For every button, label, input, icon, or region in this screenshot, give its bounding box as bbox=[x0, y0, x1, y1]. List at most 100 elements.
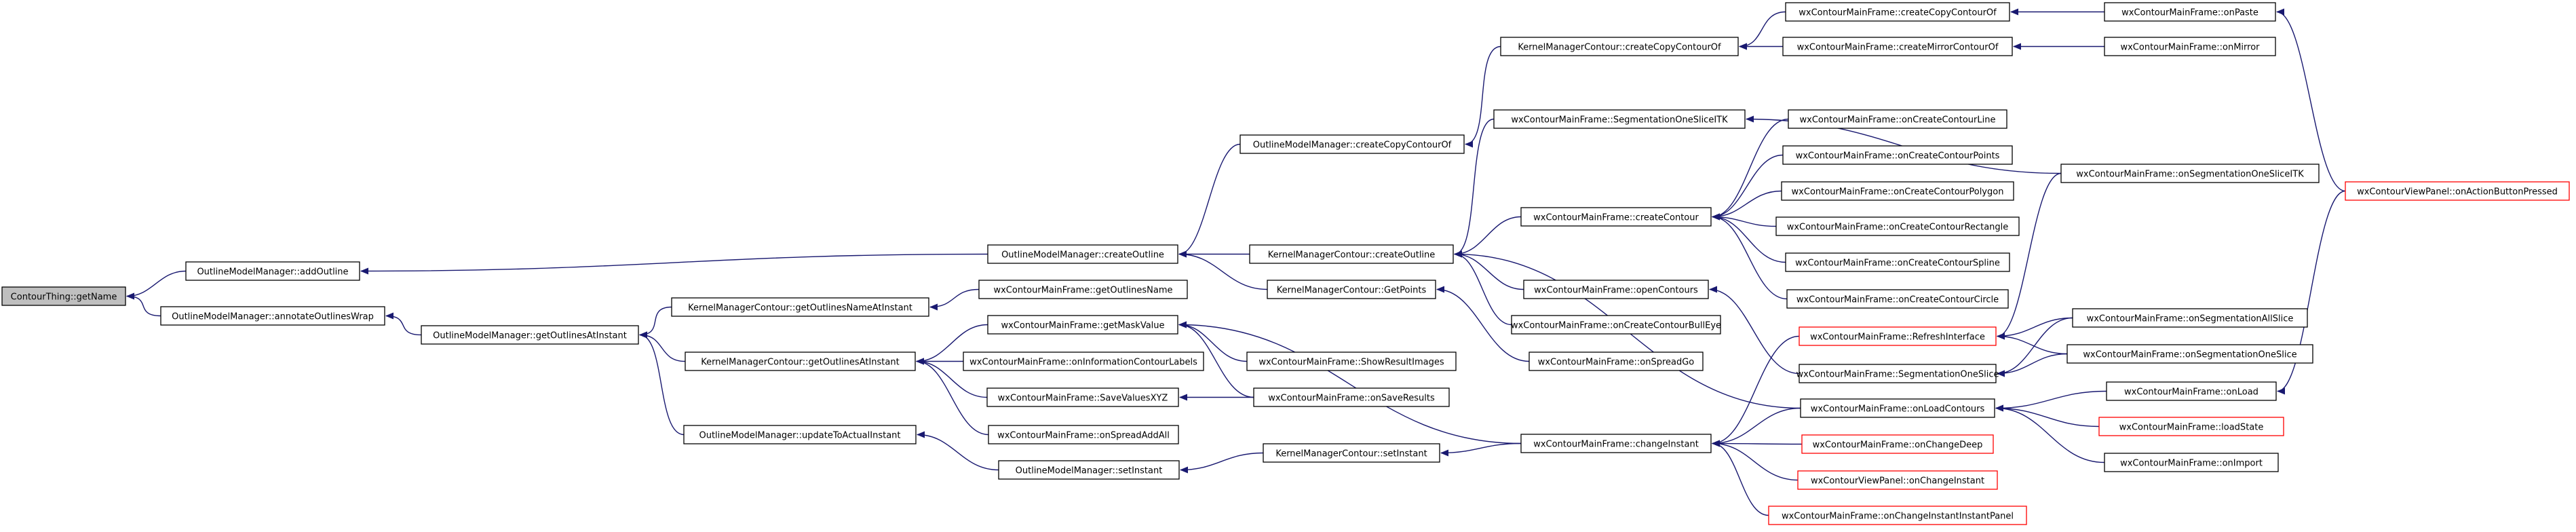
call-edge bbox=[929, 288, 980, 311]
call-edge bbox=[360, 253, 988, 275]
graph-node[interactable]: wxContourMainFrame::onImport bbox=[2104, 453, 2279, 472]
node-label: OutlineModelManager::annotateOutlinesWra… bbox=[172, 312, 374, 322]
graph-node[interactable]: wxContourMainFrame::createCopyContourOf bbox=[1785, 2, 2010, 22]
graph-node[interactable]: wxContourMainFrame::onCreateContourPolyg… bbox=[1781, 181, 2014, 201]
graph-node[interactable]: wxContourMainFrame::onSaveResults bbox=[1253, 387, 1450, 407]
call-edge bbox=[639, 331, 686, 362]
node-label: wxContourViewPanel::onActionButtonPresse… bbox=[2357, 187, 2558, 197]
graph-node[interactable]: wxContourMainFrame::onSegmentationOneSli… bbox=[2060, 164, 2320, 183]
call-edge bbox=[385, 312, 422, 336]
graph-node[interactable]: wxContourMainFrame::changeInstant bbox=[1520, 434, 1712, 453]
graph-node[interactable]: wxContourMainFrame::onCreateContourPoint… bbox=[1782, 145, 2013, 165]
node-label: wxContourMainFrame::onSegmentationOneSli… bbox=[2076, 170, 2304, 180]
graph-node[interactable]: KernelManagerContour::createOutline bbox=[1249, 244, 1454, 264]
call-edge bbox=[1178, 143, 1241, 258]
node-box bbox=[2106, 381, 2277, 401]
graph-node[interactable]: KernelManagerContour::setInstant bbox=[1263, 443, 1440, 463]
node-label: wxContourMainFrame::onLoad bbox=[2124, 387, 2258, 398]
node-label: OutlineModelManager::updateToActualInsta… bbox=[699, 431, 900, 441]
node-label: wxContourMainFrame::loadState bbox=[2119, 423, 2264, 433]
call-edge bbox=[1739, 11, 1786, 50]
node-box bbox=[2104, 2, 2276, 22]
call-edge bbox=[1712, 440, 1799, 481]
node-box bbox=[1801, 434, 1994, 454]
call-edge bbox=[1997, 353, 2068, 377]
node-box bbox=[1768, 506, 2027, 525]
graph-node[interactable]: wxContourMainFrame::createMirrorContourO… bbox=[1782, 37, 2013, 56]
graph-node[interactable]: wxContourMainFrame::onLoadContours bbox=[1800, 398, 1995, 418]
node-label: KernelManagerContour::createCopyContourO… bbox=[1518, 43, 1721, 53]
graph-node[interactable]: OutlineModelManager::createOutline bbox=[987, 244, 1178, 264]
graph-node[interactable]: ContourThing::getName bbox=[1, 286, 126, 306]
graph-node[interactable]: wxContourMainFrame::onLoad bbox=[2106, 381, 2277, 401]
node-label: ContourThing::getName bbox=[11, 292, 117, 303]
graph-node[interactable]: OutlineModelManager::getOutlinesAtInstan… bbox=[421, 325, 639, 345]
graph-node[interactable]: wxContourMainFrame::SaveValuesXYZ bbox=[986, 387, 1179, 407]
call-edge bbox=[1178, 250, 1268, 290]
node-box bbox=[978, 280, 1188, 299]
graph-node[interactable]: wxContourMainFrame::createContour bbox=[1520, 207, 1712, 227]
call-edge bbox=[1997, 172, 2062, 340]
graph-node[interactable]: wxContourMainFrame::openContours bbox=[1523, 280, 1709, 299]
node-label: wxContourMainFrame::ShowResultImages bbox=[1258, 358, 1444, 368]
graph-node[interactable]: wxContourMainFrame::RefreshInterface bbox=[1799, 326, 1997, 346]
graph-node[interactable]: wxContourMainFrame::getMaskValue bbox=[987, 315, 1178, 335]
node-label: wxContourMainFrame::changeInstant bbox=[1533, 440, 1699, 450]
graph-node[interactable]: wxContourMainFrame::onCreateContourCircl… bbox=[1786, 289, 2009, 309]
graph-node[interactable]: wxContourViewPanel::onActionButtonPresse… bbox=[2345, 181, 2570, 201]
call-edge bbox=[916, 324, 988, 365]
graph-node[interactable]: wxContourMainFrame::onCreateContourLine bbox=[1788, 109, 2007, 129]
graph-node[interactable]: wxContourMainFrame::getOutlinesName bbox=[978, 280, 1188, 299]
node-box bbox=[1797, 470, 1998, 490]
graph-node[interactable]: OutlineModelManager::setInstant bbox=[998, 460, 1180, 480]
node-box bbox=[2098, 417, 2284, 436]
graph-node[interactable]: wxContourMainFrame::onCreateContourSplin… bbox=[1785, 252, 2010, 272]
node-label: wxContourMainFrame::openContours bbox=[1534, 286, 1698, 296]
node-box bbox=[998, 460, 1180, 480]
node-label: wxContourMainFrame::getMaskValue bbox=[1001, 321, 1164, 331]
graph-node[interactable]: KernelManagerContour::createCopyContourO… bbox=[1500, 37, 1739, 56]
graph-node[interactable]: OutlineModelManager::annotateOutlinesWra… bbox=[160, 306, 385, 326]
graph-node[interactable]: wxContourMainFrame::SegmentationOneSlice… bbox=[1493, 109, 1746, 129]
graph-node[interactable]: OutlineModelManager::createCopyContourOf bbox=[1239, 134, 1465, 154]
graph-node[interactable]: wxContourMainFrame::onChangeDeep bbox=[1801, 434, 1994, 454]
node-box bbox=[987, 315, 1178, 335]
node-label: KernelManagerContour::createOutline bbox=[1268, 250, 1436, 261]
node-label: wxContourMainFrame::onLoadContours bbox=[1811, 404, 1985, 415]
graph-node[interactable]: wxContourMainFrame::onMirror bbox=[2104, 37, 2276, 56]
graph-node[interactable]: wxContourMainFrame::onInformationContour… bbox=[963, 352, 1204, 371]
graph-node[interactable]: wxContourMainFrame::SegmentationOneSlice bbox=[1796, 364, 1999, 383]
node-label: wxContourMainFrame::onChangeInstantInsta… bbox=[1782, 512, 2014, 522]
node-label: wxContourMainFrame::onChangeDeep bbox=[1813, 440, 1983, 451]
node-label: wxContourMainFrame::onCreateContourCircl… bbox=[1796, 295, 1999, 305]
node-box bbox=[1520, 434, 1712, 453]
graph-node[interactable]: KernelManagerContour::getOutlinesAtInsta… bbox=[685, 352, 916, 371]
node-box bbox=[2104, 453, 2279, 472]
graph-node[interactable]: wxContourMainFrame::loadState bbox=[2098, 417, 2284, 436]
graph-node[interactable]: wxContourMainFrame::onSegmentationAllSli… bbox=[2072, 308, 2308, 328]
graph-node[interactable]: wxContourMainFrame::onSegmentationOneSli… bbox=[2066, 344, 2313, 364]
node-box bbox=[1799, 364, 1997, 383]
graph-node[interactable]: wxContourMainFrame::onCreateContourRecta… bbox=[1775, 216, 2020, 236]
node-box bbox=[2104, 37, 2276, 56]
graph-node[interactable]: wxContourMainFrame::onChangeInstantInsta… bbox=[1768, 506, 2027, 525]
node-label: wxContourMainFrame::SegmentationOneSlice… bbox=[1511, 115, 1728, 126]
graph-node[interactable]: wxContourViewPanel::onChangeInstant bbox=[1797, 470, 1998, 490]
call-edge bbox=[1180, 452, 1264, 474]
node-label: wxContourMainFrame::onSaveResults bbox=[1268, 394, 1435, 404]
graph-node[interactable]: wxContourMainFrame::onCreateContourBullE… bbox=[1511, 315, 1721, 335]
graph-node[interactable]: OutlineModelManager::updateToActualInsta… bbox=[683, 425, 917, 444]
graph-node[interactable]: wxContourMainFrame::onPaste bbox=[2104, 2, 2276, 22]
graph-node[interactable]: KernelManagerContour::getOutlinesNameAtI… bbox=[671, 297, 929, 317]
call-edge bbox=[1997, 317, 2073, 377]
graph-node[interactable]: wxContourMainFrame::onSpreadGo bbox=[1529, 352, 1704, 371]
graph-node[interactable]: wxContourMainFrame::onSpreadAddAll bbox=[988, 425, 1179, 444]
node-label: wxContourMainFrame::SegmentationOneSlice bbox=[1796, 370, 1999, 380]
graph-node[interactable]: OutlineModelManager::addOutline bbox=[185, 261, 360, 281]
graph-node[interactable]: wxContourMainFrame::ShowResultImages bbox=[1246, 352, 1457, 371]
graph-node[interactable]: KernelManagerContour::GetPoints bbox=[1267, 280, 1436, 299]
node-label: wxContourMainFrame::createCopyContourOf bbox=[1799, 8, 1997, 18]
node-box bbox=[1246, 352, 1457, 371]
